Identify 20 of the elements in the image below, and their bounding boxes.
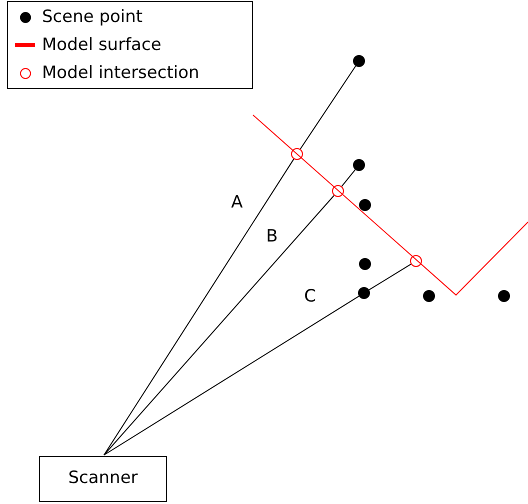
legend-text: Model surface (42, 36, 162, 54)
scene-point (358, 287, 370, 299)
ray-line (368, 264, 412, 290)
intersection-marker (332, 185, 344, 197)
ray-line (104, 158, 294, 456)
scene-point (359, 199, 371, 211)
ray-line (104, 296, 360, 456)
scene-point (498, 290, 510, 302)
scene-point (353, 159, 365, 171)
intersection-marker (410, 255, 422, 267)
scene-point (353, 55, 365, 67)
scanner-box: Scanner (39, 456, 167, 502)
ray-line (300, 66, 356, 150)
legend-text: Scene point (42, 8, 143, 26)
scene-point (423, 290, 435, 302)
scene-point (359, 258, 371, 270)
legend-text: Model intersection (42, 64, 200, 82)
ray-line (104, 195, 335, 456)
ray-line (341, 169, 356, 187)
intersection-marker (291, 148, 303, 160)
